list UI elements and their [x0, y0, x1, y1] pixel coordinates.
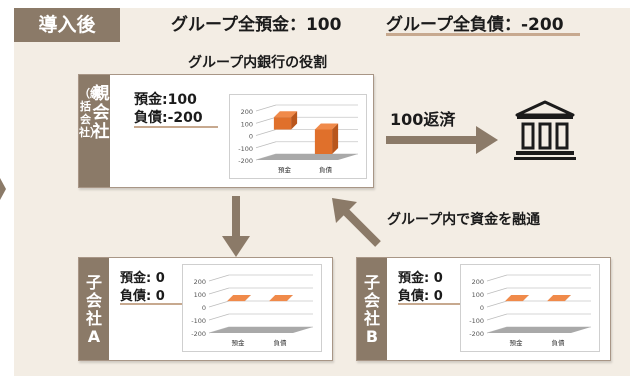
- subsidiary-b-balance-chart-svg: 200 100 0 -100 -200 預金 負債: [469, 274, 591, 347]
- group-debt-total: グループ全負債：-200: [386, 15, 564, 35]
- parent-gridline-slant: [255, 116, 277, 124]
- parent-bar-side: [291, 111, 298, 130]
- subsidiary-a-gridline-slant: [208, 313, 230, 321]
- subsidiary-a-bar-side: [244, 295, 251, 302]
- parent-company-label: 親会社 （統括会社）: [79, 75, 110, 187]
- down-arrow: [222, 196, 250, 257]
- group-debt-underline: [386, 33, 580, 36]
- parent-gridline-slant: [255, 129, 277, 136]
- group-deposit-total: グループ全預金：100: [171, 15, 342, 35]
- subsidiary-a-ytick-label: -200: [191, 330, 206, 338]
- fund-flow-label: グループ内で資金を融通: [387, 212, 541, 228]
- subsidiary-b-ytick-label: -100: [469, 317, 484, 325]
- parent-ytick-label: 200: [241, 108, 253, 116]
- parent-debt-underline: [134, 126, 218, 128]
- subsidiary-b-gridline-slant: [486, 300, 508, 308]
- subsidiary-b-deposit: 預金: 0: [398, 271, 443, 286]
- subsidiary-b-label: 子会社B: [357, 258, 387, 360]
- subsidiary-b-ytick-label: 0: [480, 304, 484, 312]
- subsidiary-a-bar-side: [286, 295, 293, 302]
- repay-label: 100返済: [390, 110, 456, 129]
- subsidiary-b-category-label: 負債: [552, 338, 566, 347]
- subsidiary-a-bar-top: [227, 295, 251, 301]
- subsidiary-a-ytick-label: 100: [194, 291, 206, 299]
- parent-bar-top: [273, 111, 298, 118]
- subsidiary-a-ytick-label: 0: [202, 304, 206, 312]
- repay-arrow: [386, 126, 498, 154]
- parent-ytick-label: 100: [241, 120, 253, 128]
- subsidiary-a-deposit: 預金: 0: [120, 271, 165, 286]
- subsidiary-a-balance-chart: 200 100 0 -100 -200 預金 負債: [182, 264, 322, 352]
- subsidiary-b-card: 子会社B 預金: 0 負債: 0 200 100 0 -100 -200 預金 負債: [356, 257, 611, 361]
- subsidiary-a-balance-chart-svg: 200 100 0 -100 -200 預金 負債: [191, 274, 313, 347]
- subsidiary-a-ytick-label: -100: [191, 317, 206, 325]
- subsidiary-b-ytick-label: -200: [469, 330, 484, 338]
- subsidiary-b-bar-side: [522, 295, 529, 302]
- subsidiary-b-debt-underline: [398, 303, 470, 305]
- parent-balance-chart-svg: 200 100 0 -100 -200 預金 負債: [238, 104, 358, 174]
- subsidiary-a-gridline-slant: [208, 287, 230, 295]
- after-introduction-badge: 導入後: [14, 8, 120, 42]
- parent-bar-side: [332, 123, 339, 154]
- subsidiary-b-gridline-slant: [486, 313, 508, 321]
- parent-ytick-label: -200: [238, 157, 253, 165]
- subsidiary-b-balance-chart: 200 100 0 -100 -200 預金 負債: [460, 264, 600, 352]
- subsidiary-a-label: 子会社A: [79, 258, 109, 360]
- parent-gridline-slant: [255, 104, 277, 112]
- bank-building-icon: [514, 100, 576, 160]
- diagram-subtitle: グループ内銀行の役割: [188, 55, 328, 71]
- left-chevron-icon: [0, 178, 6, 200]
- subsidiary-b-bar-top: [505, 295, 529, 301]
- parent-company-card: 親会社 （統括会社） 預金:100 負債:-200 200 100 0 -100 -20…: [78, 74, 374, 188]
- parent-company-label-sub: （統括会社）: [79, 87, 101, 139]
- subsidiary-a-category-label: 負債: [274, 338, 288, 347]
- parent-bar-top: [314, 123, 339, 130]
- parent-chart-floor: [256, 154, 358, 160]
- subsidiary-b-chart-floor: [487, 327, 591, 333]
- parent-bar: [273, 117, 292, 130]
- parent-category-label: 預金: [278, 165, 292, 174]
- subsidiary-a-chart-floor: [209, 327, 313, 333]
- parent-balance-chart: 200 100 0 -100 -200 預金 負債: [229, 94, 367, 179]
- diagonal-arrow: [332, 198, 381, 247]
- subsidiary-b-gridline-slant: [486, 274, 508, 282]
- subsidiary-b-bar-top: [547, 295, 571, 301]
- subsidiary-a-gridline-slant: [208, 300, 230, 308]
- parent-category-label: 負債: [319, 165, 333, 174]
- parent-debt: 負債:-200: [134, 110, 203, 126]
- subsidiary-b-debt: 負債: 0: [398, 289, 443, 304]
- subsidiary-b-category-label: 預金: [510, 338, 524, 347]
- subsidiary-b-ytick-label: 200: [472, 278, 484, 286]
- subsidiary-b-ytick-label: 100: [472, 291, 484, 299]
- parent-company-label-main: 親会社: [92, 84, 110, 142]
- parent-ytick-label: 0: [249, 133, 253, 141]
- subsidiary-b-gridline-slant: [486, 287, 508, 295]
- subsidiary-b-bar-side: [564, 295, 571, 302]
- subsidiary-a-debt-underline: [120, 303, 192, 305]
- subsidiary-a-card: 子会社A 預金: 0 負債: 0 200 100 0 -100 -200 預金 負債: [78, 257, 333, 361]
- parent-gridline-slant: [255, 141, 277, 149]
- subsidiary-a-category-label: 預金: [232, 338, 246, 347]
- subsidiary-a-debt: 負債: 0: [120, 289, 165, 304]
- subsidiary-a-bar-top: [269, 295, 293, 301]
- parent-deposit: 預金:100: [134, 92, 197, 108]
- parent-bar: [314, 129, 333, 154]
- subsidiary-a-ytick-label: 200: [194, 278, 206, 286]
- subsidiary-a-gridline-slant: [208, 274, 230, 282]
- parent-ytick-label: -100: [238, 145, 253, 153]
